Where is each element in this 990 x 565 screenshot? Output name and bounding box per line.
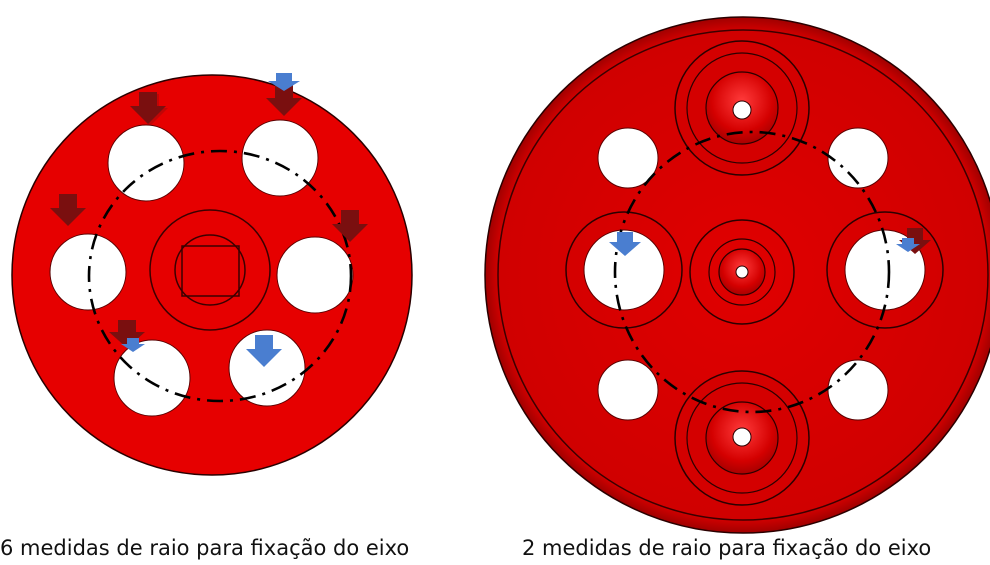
right-boss-top-mid	[686, 52, 798, 164]
right-hole-mid-right-ring	[826, 211, 944, 329]
right-caption: 2 medidas de raio para fixação do eixo	[522, 536, 932, 560]
right-pitch-circle	[613, 130, 891, 414]
arrow-down-blue-icon	[246, 335, 282, 367]
left-caption: 6 medidas de raio para fixação do eixo	[0, 536, 410, 560]
arrow-down-blue-icon	[268, 73, 300, 91]
right-boss-top-hole	[732, 100, 752, 120]
arrow-down-dark-icon	[332, 210, 368, 242]
right-hole-top-left	[597, 127, 659, 189]
arrow-down-dark-icon	[899, 228, 931, 254]
right-hole-mid-left	[583, 229, 665, 311]
arrow-down-dark-icon	[130, 92, 168, 126]
right-center-hole	[735, 265, 749, 279]
arrow-down-dark-icon	[109, 320, 145, 348]
right-flange	[484, 16, 990, 534]
right-boss-bottom-mid	[686, 382, 798, 494]
right-center-mid	[708, 238, 776, 306]
right-boss-bottom-hole	[732, 427, 752, 447]
left-hole-mid-right	[276, 236, 354, 314]
left-center-ring-outer	[149, 209, 271, 331]
right-hole-bottom-left	[597, 359, 659, 421]
right-hole-top-right	[827, 127, 889, 189]
left-center-ring-inner	[174, 234, 246, 306]
right-hole-mid-left-ring	[565, 211, 683, 329]
left-flange	[11, 73, 413, 476]
arrow-down-dark-icon	[50, 194, 86, 226]
left-pitch-circle	[87, 149, 353, 403]
right-center-outer	[689, 219, 795, 325]
left-hole-top-right	[241, 119, 319, 197]
arrow-down-blue-icon	[609, 232, 641, 256]
arrow-down-dark-icon	[266, 84, 302, 116]
left-hole-bottom-left	[113, 339, 191, 417]
left-center-slot	[181, 245, 240, 297]
left-hole-top-left	[107, 124, 185, 202]
right-hole-bottom-right	[827, 359, 889, 421]
right-rim-ring	[497, 29, 989, 521]
arrow-down-blue-icon	[896, 238, 920, 252]
arrow-down-blue-icon	[121, 338, 145, 352]
